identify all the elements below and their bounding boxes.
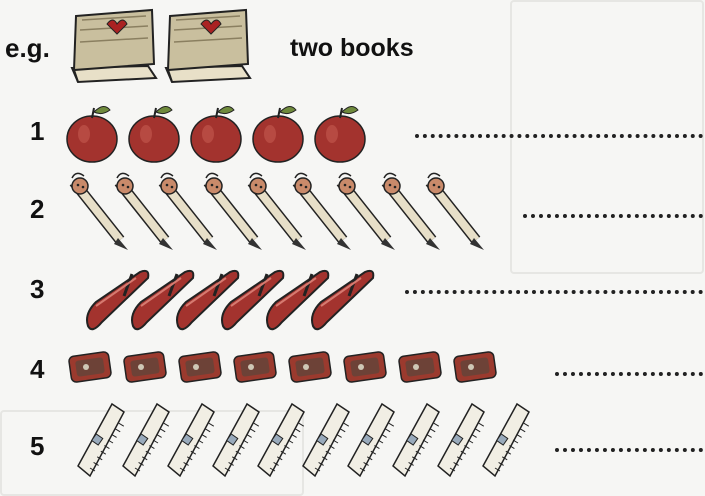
book-icon (164, 8, 252, 84)
pen-icon (266, 269, 330, 331)
apple-icon (190, 106, 242, 163)
pencil-icon (69, 172, 128, 250)
pencil-icon (114, 172, 173, 250)
sharpener-icon (288, 351, 332, 383)
item-number: 3 (30, 274, 45, 304)
example-label: e.g. (5, 33, 50, 63)
pen-icon (311, 269, 375, 331)
pencil-icon (247, 172, 306, 250)
answer-blank[interactable] (415, 134, 703, 138)
apple-icon (128, 106, 180, 163)
ruler-icon (482, 402, 530, 478)
ruler-icon (392, 402, 440, 478)
sharpener-icon (68, 351, 112, 383)
example-answer: two books (290, 34, 414, 62)
item-number: 2 (30, 194, 45, 224)
ruler-icon (302, 402, 350, 478)
pencil-icon (203, 172, 262, 250)
sharpener-icon (343, 351, 387, 383)
ruler-icon (167, 402, 215, 478)
item-number: 1 (30, 116, 45, 146)
item-number: 5 (30, 431, 45, 461)
ruler-icon (212, 402, 260, 478)
pencil-icon (292, 172, 351, 250)
pen-icon (131, 269, 195, 331)
apple-icon (252, 106, 304, 163)
apple-icon (66, 106, 118, 163)
ruler-icon (77, 402, 125, 478)
sharpener-icon (398, 351, 442, 383)
pen-icon (221, 269, 285, 331)
sharpener-icon (453, 351, 497, 383)
answer-blank[interactable] (523, 214, 703, 218)
apple-icon (314, 106, 366, 163)
sharpener-icon (123, 351, 167, 383)
answer-blank[interactable] (555, 372, 703, 376)
pen-icon (86, 269, 150, 331)
ruler-icon (437, 402, 485, 478)
book-icon (70, 8, 158, 84)
answer-blank[interactable] (405, 290, 703, 294)
pencil-icon (425, 172, 484, 250)
ruler-icon (257, 402, 305, 478)
item-number: 4 (30, 354, 45, 384)
pencil-icon (158, 172, 217, 250)
answer-blank[interactable] (555, 448, 703, 452)
pencil-icon (381, 172, 440, 250)
ruler-icon (122, 402, 170, 478)
pencil-icon (336, 172, 395, 250)
ruler-icon (347, 402, 395, 478)
pen-icon (176, 269, 240, 331)
sharpener-icon (178, 351, 222, 383)
sharpener-icon (233, 351, 277, 383)
